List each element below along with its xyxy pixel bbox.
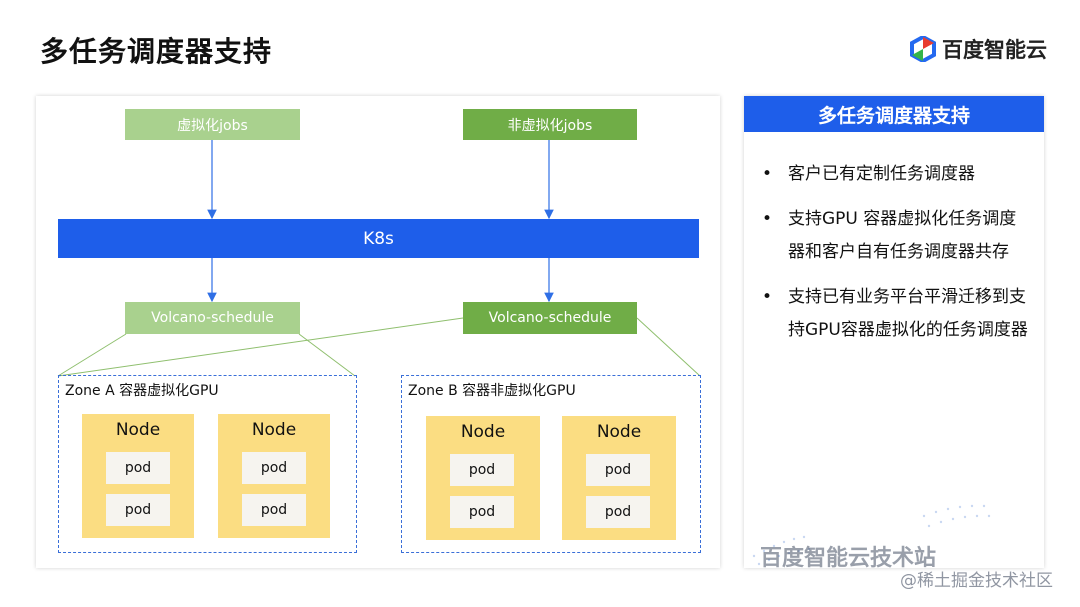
watermark-subtext: @稀土掘金技术社区 <box>900 571 1053 591</box>
pod: pod <box>450 454 514 486</box>
pod: pod <box>242 452 306 484</box>
brand-logo: 百度智能云 <box>910 34 1047 64</box>
zone-a-node-2: Node pod pod <box>218 414 330 538</box>
pod: pod <box>106 452 170 484</box>
side-panel-header: 多任务调度器支持 <box>744 96 1044 132</box>
pod: pod <box>586 454 650 486</box>
virtual-jobs-box: 虚拟化jobs <box>125 109 300 140</box>
watermark-text: 百度智能云技术站 <box>760 546 937 571</box>
zone-b-node-2: Node pod pod <box>562 416 676 540</box>
pod: pod <box>242 494 306 526</box>
zone-b-node-1: Node pod pod <box>426 416 540 540</box>
baidu-cloud-logo-icon <box>910 36 936 62</box>
zone-b-label: Zone B 容器非虚拟化GPU <box>408 383 576 399</box>
zone-a: Zone A 容器虚拟化GPU Node pod pod Node pod po… <box>58 375 357 553</box>
side-panel: 多任务调度器支持 客户已有定制任务调度器 支持GPU 容器虚拟化任务调度器和客户… <box>744 96 1044 568</box>
k8s-bar: K8s <box>58 219 699 258</box>
bullet-item: 支持已有业务平台平滑迁移到支持GPU容器虚拟化的任务调度器 <box>762 281 1032 347</box>
bullet-item: 支持GPU 容器虚拟化任务调度器和客户自有任务调度器共存 <box>762 203 1032 269</box>
node-label: Node <box>460 422 506 442</box>
pod: pod <box>106 494 170 526</box>
brand-name: 百度智能云 <box>942 38 1047 62</box>
volcano-schedule-a: Volcano-schedule <box>125 302 300 334</box>
node-label: Node <box>596 422 642 442</box>
page-title: 多任务调度器支持 <box>40 35 273 68</box>
zone-a-node-1: Node pod pod <box>82 414 194 538</box>
node-label: Node <box>251 420 297 440</box>
zone-b: Zone B 容器非虚拟化GPU Node pod pod Node pod p… <box>401 375 701 553</box>
dot-wave-decoration <box>752 504 991 566</box>
feature-bullets: 客户已有定制任务调度器 支持GPU 容器虚拟化任务调度器和客户自有任务调度器共存… <box>762 158 1032 359</box>
bullet-item: 客户已有定制任务调度器 <box>762 158 1032 191</box>
volcano-schedule-b: Volcano-schedule <box>463 302 637 334</box>
zone-a-label: Zone A 容器虚拟化GPU <box>65 383 219 399</box>
pod: pod <box>450 496 514 528</box>
nonvirtual-jobs-box: 非虚拟化jobs <box>463 109 637 140</box>
pod: pod <box>586 496 650 528</box>
node-label: Node <box>115 420 161 440</box>
